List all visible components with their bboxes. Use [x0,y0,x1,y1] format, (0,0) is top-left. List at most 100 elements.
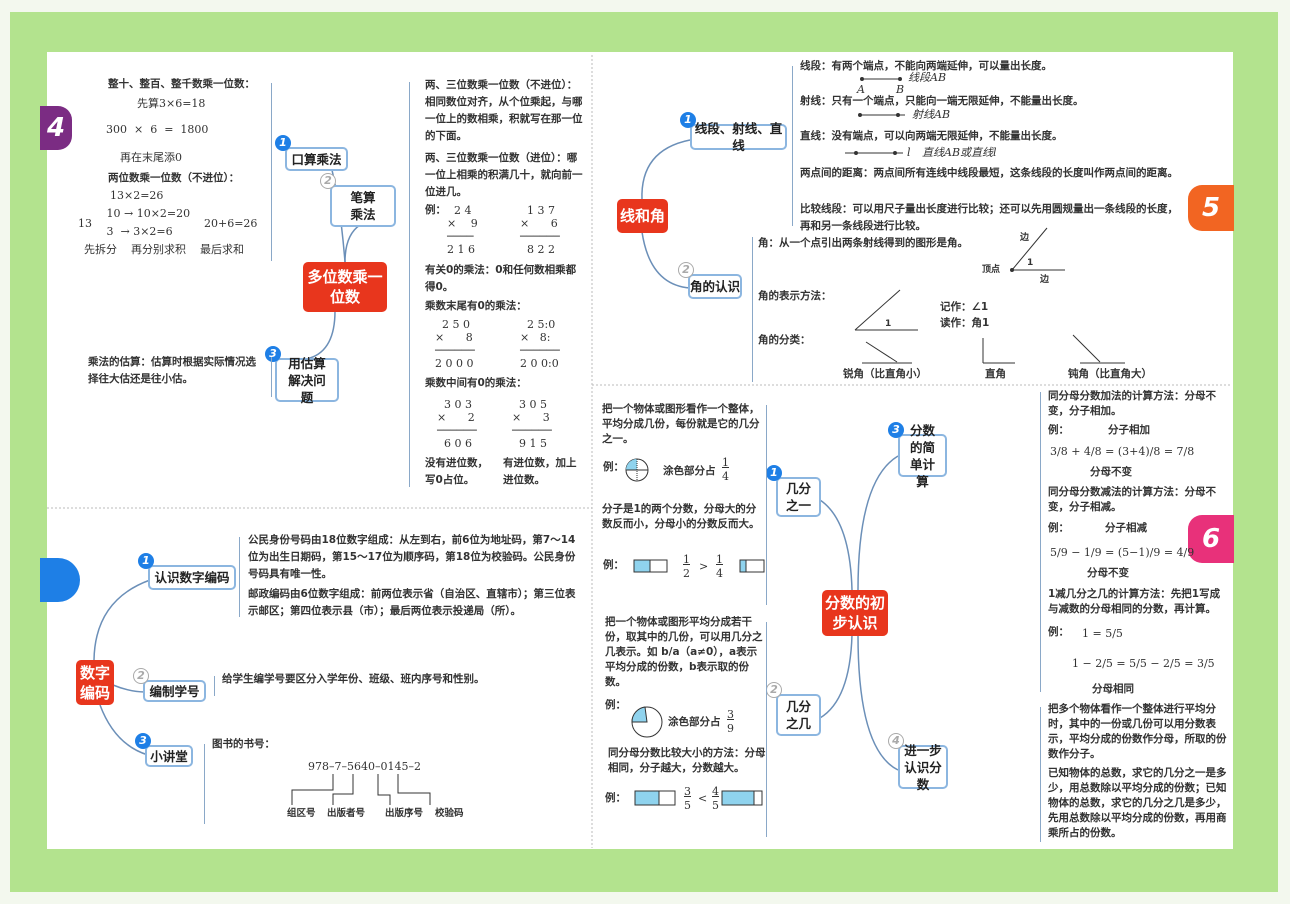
written-rule-zero: 有关0的乘法：0和任何数相乘都得0。 [425,264,577,293]
def-distance: 两点间的距离：两点间所有连线中线段最短，这条线段的长度叫作两点间的距离。 [800,167,1178,179]
shaded-label: 涂色部分占 [663,465,716,477]
student-number-rule: 给学生编学号要区分入学年份、班级、班内序号和性别。 [222,673,485,685]
fraction-denominator: 9 [727,722,734,735]
center-node-fractions: 分数的初步认识 [822,590,888,636]
fraction-parts-def: 把一个物体或图形平均分成若干份，取其中的几份，可以用几分之几表示。如 b/a（a… [605,616,763,688]
same-denominator-compare: 同分母分数比较大小的方法：分母相同，分子越大，分数越大。 [608,747,766,774]
node-number-3: 3 [888,422,904,438]
written-rule-1: 两、三位数乘一位数（不进位）：相同数位对齐，从个位乘起，与哪一位上的数相乘，积就… [425,79,583,142]
def-ray: 射线：只有一个端点，只能向一端无限延伸，不能量出长度。 [800,95,1084,107]
isbn-number: 978–7–5640–0145–2 [308,760,421,773]
numerator-sub-note: 分子相减 [1105,522,1147,534]
fraction-numerator: 1 [722,456,729,469]
isbn-part-group: 组区号 [287,808,316,819]
node-number-1: 1 [138,553,154,569]
def-angle: 角：从一个点引出两条射线得到的图形是角。 [758,237,968,249]
fraction-denominator: 4 [716,567,723,580]
point-b: B [896,83,905,96]
estimation-text: 乘法的估算：估算时根据实际情况选择往大估还是往小估。 [88,356,256,385]
label-side: 边 [1040,275,1050,285]
unit-fraction-compare: 分子是1的两个分数，分母大的分数反而小，分母小的分数反而大。 [602,503,760,530]
written-rule-2: 两、三位数乘一位数（进位）：哪一位上相乘的积满几十，就向前一位进几。 [425,152,583,198]
example-label: 例： [1048,626,1069,638]
node-number-2: 2 [133,668,149,684]
addition-rule: 同分母分数加法的计算方法：分母不变，分子相加。 [1048,390,1216,417]
written-rule-trailing-zero: 乘数末尾有0的乘法： [425,300,527,312]
split-number: 13 [78,217,92,230]
note-carry: 有进位数，加上进位数。 [503,457,577,486]
unit-fraction-def: 把一个物体或图形看作一个整体，平均分成几份，每份就是它的几分之一。 [602,403,760,445]
section-badge-5: 5 [1188,185,1234,231]
node-estimation: 用估算解决问题 [275,356,339,405]
example-label: 例： [605,792,626,804]
label-angle-1: 1 [1027,258,1034,268]
postal-code-rule: 邮政编码由6位数字组成：前两位表示省（自治区、直辖市）；第三位表示邮区；第四位表… [248,588,576,617]
vertical-calc: 2 4 × 9 ──── 2 1 6 [447,204,478,256]
isbn-part-check: 校验码 [435,808,464,819]
bracket-line [239,537,240,617]
bracket-line [409,82,410,487]
example-label: 例： [603,461,624,473]
node-lecture: 小讲堂 [145,745,193,767]
bracket-line [204,744,205,824]
section-badge-coding [40,558,80,602]
obtuse-angle-label: 钝角（比直角大） [1068,368,1152,380]
bracket-line [271,357,272,397]
one-equals-equation: 1 = 5/5 [1082,627,1123,640]
book-number-heading: 图书的书号： [212,738,275,750]
node-number-2: 2 [678,262,694,278]
def-compare: 比较线段：可以用尺子量出长度进行比较；还可以先用圆规量出一条线段的长度，再和另一… [800,203,1178,232]
node-segment-ray-line: 线段、射线、直线 [690,121,787,153]
fraction-numerator: 4 [712,785,719,798]
split-part-1: 10 → 10×2=20 [96,207,191,220]
isbn-part-publisher: 出版者号 [327,808,366,819]
node-number-4: 4 [888,733,904,749]
fraction-denominator: 5 [684,799,691,812]
addition-equation: 3/8 + 4/8 = (3+4)/8 = 7/8 [1050,445,1195,458]
node-angle: 角的认识 [688,274,742,299]
compare-sign: < [698,792,708,805]
def-line: 直线：没有端点，可以向两端无限延伸，不能量出长度。 [800,130,1063,142]
angle-notation-heading: 角的表示方法： [758,290,832,302]
example-label: 例： [1048,522,1069,534]
node-number-3: 3 [265,346,281,362]
denominator-same-note: 分母不变 [1090,466,1132,478]
note-no-carry: 没有进位数，写0占位。 [425,457,488,486]
label-side: 边 [1020,233,1030,243]
one-minus-equation: 1 − 2/5 = 5/5 − 2/5 = 3/5 [1072,657,1215,670]
example-label: 例： [1048,424,1069,436]
label-angle-1: 1 [885,319,892,329]
oral-heading-1: 整十、整百、整千数乘一位数： [108,78,255,90]
fraction-denominator: 4 [722,470,729,483]
bracket-line [1040,707,1041,842]
fraction-denominator: 5 [712,799,719,812]
center-node-digital-coding: 数字编码 [76,660,114,705]
denominator-same-note: 分母不变 [1087,567,1129,579]
label-ray-ab: 射线AB [912,108,951,121]
compare-sign: > [699,560,709,573]
example-label: 例： [603,559,624,571]
node-number-1: 1 [766,465,782,481]
angle-read: 读作：角1 [940,317,990,329]
label-segment-ab: 线段AB [908,71,947,84]
numerator-add-note: 分子相加 [1108,424,1150,436]
center-node-lines-angles: 线和角 [617,199,668,233]
fraction-denominator: 2 [683,567,690,580]
line-l-label: l [907,146,911,159]
oral-step-2: 再在末尾添0 [120,151,182,164]
denominator-equal-note: 分母相同 [1092,683,1134,695]
bracket-line [214,676,215,696]
oral-step-1: 先算3×6=18 [137,97,206,110]
bracket-line [1040,392,1041,692]
vertical-calc: 1 3 7 × 6 ────── 8 2 2 [520,204,560,256]
bracket-line [271,83,272,261]
oral-equation-2: 13×2=26 [110,189,164,202]
angle-written: 记作：∠1 [940,301,989,313]
node-number-3: 3 [135,733,151,749]
node-unit-fraction: 几分之一 [776,477,821,517]
section-badge-6: 6 [1188,515,1234,563]
vertical-calc: 3 0 3 × 2 ────── 6 0 6 [437,398,477,450]
